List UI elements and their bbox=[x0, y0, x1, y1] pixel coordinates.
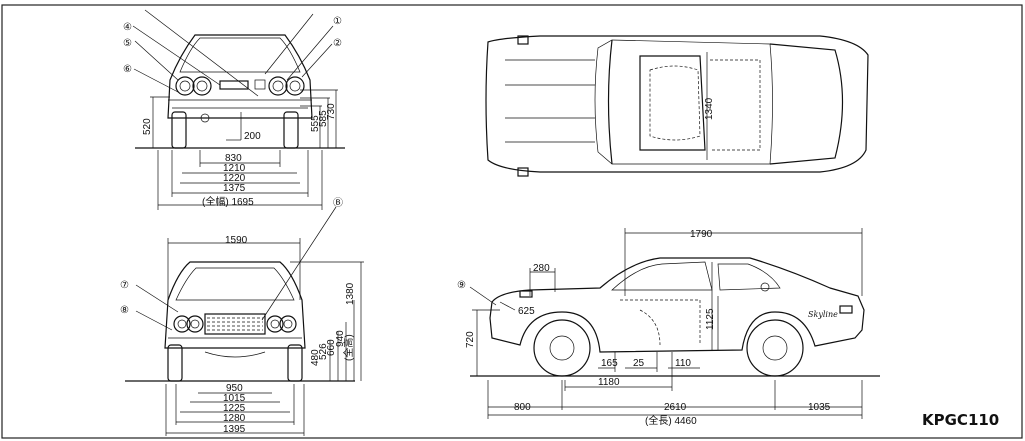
rear-dim-950: 950 bbox=[226, 383, 243, 394]
callout-5: ⑤ bbox=[123, 38, 132, 49]
side-dim-1125: 1125 bbox=[705, 308, 716, 330]
rear-dim-660: 660 bbox=[326, 339, 337, 356]
rear-dim-1280: 1280 bbox=[223, 413, 246, 424]
callout-9: ⑨ bbox=[457, 280, 466, 291]
front-view bbox=[132, 9, 345, 210]
rear-dim-height-label: (全高) bbox=[342, 334, 355, 361]
top-view bbox=[485, 35, 869, 177]
top-dim-1340: 1340 bbox=[704, 97, 715, 120]
rear-view bbox=[125, 206, 364, 436]
rear-dim-1395: 1395 bbox=[223, 424, 246, 435]
front-dim-1375: 1375 bbox=[223, 183, 246, 194]
sheet-frame bbox=[1, 4, 1023, 439]
rear-dim-526: 526 bbox=[318, 343, 329, 360]
side-dim-2610: 2610 bbox=[664, 402, 687, 413]
callout-1: ① bbox=[333, 16, 342, 27]
callout-8: ⑧ bbox=[120, 305, 129, 316]
front-dim-1210: 1210 bbox=[223, 163, 246, 174]
side-dim-1790: 1790 bbox=[690, 229, 713, 240]
side-dim-165: 165 bbox=[601, 358, 618, 369]
front-dim-1220: 1220 bbox=[223, 173, 246, 184]
front-dim-830: 830 bbox=[225, 153, 242, 164]
side-emblem: Skyline bbox=[808, 310, 838, 319]
rear-dim-1225: 1225 bbox=[223, 403, 246, 414]
side-dim-625: 625 bbox=[518, 306, 535, 317]
rear-dim-480: 480 bbox=[310, 349, 321, 366]
side-dim-1035: 1035 bbox=[808, 402, 831, 413]
rear-dim-1380: 1380 bbox=[345, 282, 356, 305]
front-dim-200: 200 bbox=[244, 131, 261, 142]
rear-dim-1015: 1015 bbox=[223, 393, 246, 404]
side-dim-720: 720 bbox=[465, 331, 476, 348]
rear-dim-940: 940 bbox=[335, 330, 346, 347]
side-dim-800: 800 bbox=[514, 402, 531, 413]
front-dim-585: 585 bbox=[318, 110, 329, 127]
callout-6: ⑥ bbox=[123, 64, 132, 75]
side-dim-110: 110 bbox=[675, 358, 691, 369]
front-dim-730: 730 bbox=[326, 103, 337, 120]
side-dim-length: (全長) 4460 bbox=[645, 414, 697, 427]
callout-4: ④ bbox=[123, 22, 132, 33]
callout-b: Ⓑ bbox=[333, 197, 343, 209]
model-code: KPGC110 bbox=[922, 411, 999, 429]
side-view bbox=[469, 228, 880, 419]
callout-7: ⑦ bbox=[120, 280, 129, 291]
front-dim-555: 555 bbox=[310, 115, 321, 132]
side-dim-25: 25 bbox=[633, 358, 645, 369]
callout-2: ② bbox=[333, 38, 342, 49]
side-dim-280: 280 bbox=[533, 263, 550, 274]
front-dim-520: 520 bbox=[142, 118, 153, 135]
side-dim-1180: 1180 bbox=[598, 377, 620, 388]
rear-dim-1590: 1590 bbox=[225, 235, 248, 246]
front-dim-width: (全幅) 1695 bbox=[202, 195, 254, 208]
